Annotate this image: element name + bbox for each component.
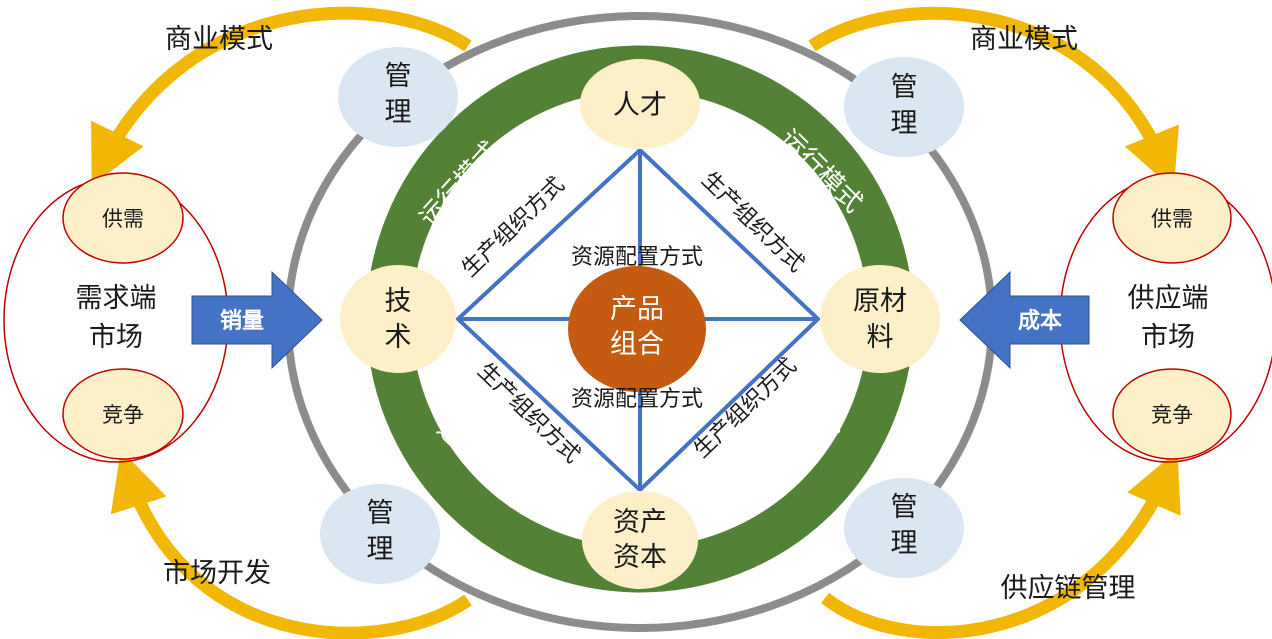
market-development-label: 市场开发 (163, 558, 271, 589)
node-assets-capital (582, 491, 698, 589)
resource-allocation-label-top: 资源配置方式 (571, 245, 703, 270)
supply-chain-management-label: 供应链管理 (1001, 573, 1136, 604)
curve-arrow-bottom-left (110, 449, 472, 639)
node-talent (580, 59, 700, 149)
node-raw-materials (820, 265, 940, 373)
node-raw-materials-label-2: 料 (867, 322, 894, 353)
supply-supply-label: 供需 (1151, 207, 1193, 231)
core-label-2: 组合 (610, 329, 664, 360)
business-model-label-right: 商业模式 (970, 24, 1078, 55)
core-label-1: 产品 (610, 294, 664, 325)
node-assets-capital-label-1: 资产 (613, 507, 667, 538)
management-bottom-right-label-1: 管 (891, 492, 918, 523)
management-top-left-label-2: 理 (385, 97, 412, 128)
management-top-right-label-1: 管 (891, 72, 918, 103)
management-bottom-left-label-1: 管 (367, 498, 394, 529)
production-organization-label-bottom-right: 生产组织方式 (689, 353, 801, 463)
curve-arrow-bottom-right (821, 450, 1181, 639)
demand-supply-bubble (62, 172, 184, 264)
supply-market-label-2: 市场 (1141, 322, 1195, 353)
management-top-left (338, 47, 458, 147)
demand-market-label-1: 需求端 (76, 283, 157, 314)
sales-volume-arrow (191, 270, 323, 370)
node-assets-capital-label-2: 资本 (613, 542, 667, 573)
supply-competition-label: 竞争 (1151, 403, 1193, 427)
demand-competition-label: 竞争 (102, 403, 144, 427)
sales-volume-label: 销量 (220, 309, 264, 334)
demand-supply-label: 供需 (102, 207, 144, 231)
node-technology-label-1: 技 (385, 286, 412, 317)
resource-allocation-label-bottom: 资源配置方式 (571, 387, 703, 412)
node-technology (340, 265, 456, 373)
supply-supply-bubble (1112, 172, 1232, 264)
management-top-right (844, 57, 964, 157)
management-bottom-right (844, 478, 964, 578)
core-circle (568, 266, 706, 392)
production-organization-label-top-right: 生产组织方式 (696, 167, 808, 277)
demand-competition-bubble (62, 368, 184, 460)
node-talent-label: 人才 (613, 90, 667, 121)
management-bottom-left-label-2: 理 (367, 534, 394, 565)
node-technology-label-2: 术 (385, 322, 412, 353)
cost-arrow (959, 270, 1090, 370)
supply-market-label-1: 供应端 (1128, 283, 1209, 314)
management-bottom-left (320, 484, 440, 584)
demand-market-label-2: 市场 (89, 322, 143, 353)
node-raw-materials-label-1: 原材 (853, 286, 907, 317)
cost-label: 成本 (1018, 309, 1062, 334)
curve-arrow-top-left (91, 6, 472, 187)
management-top-left-label-1: 管 (385, 61, 412, 92)
business-model-label-left: 商业模式 (165, 24, 273, 55)
curve-arrow-top-right (808, 6, 1179, 190)
management-top-right-label-2: 理 (891, 108, 918, 139)
supply-competition-bubble (1112, 368, 1232, 460)
management-bottom-right-label-2: 理 (891, 528, 918, 559)
